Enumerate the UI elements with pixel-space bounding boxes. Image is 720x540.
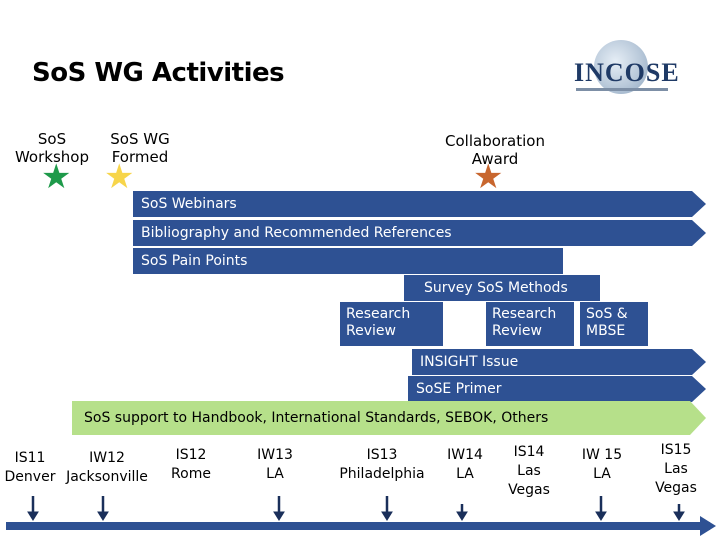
award-star-icon: ★ (473, 157, 504, 197)
event-is13-name: IS13 (366, 447, 398, 463)
timeline-axis (6, 522, 710, 530)
event-iw13-name: IW13 (257, 447, 293, 463)
tick-is13-icon (381, 496, 393, 521)
milestone-workshop-line2: Workshop (14, 148, 89, 166)
workshop-star-icon: ★ (41, 157, 72, 197)
milestone-award-line1: Collaboration (445, 132, 545, 150)
research-review-1-line2: Review (346, 323, 396, 339)
research-review-1-line1: Research (346, 306, 411, 322)
event-iw12-location: Jacksonville (66, 469, 148, 485)
timeline (6, 496, 716, 536)
bar-pain-points: SoS Pain Points (133, 248, 563, 274)
milestone-formed-line1: SoS WG (110, 130, 170, 148)
event-iw12-name: IW12 (89, 450, 125, 466)
event-iw14-name: IW14 (447, 447, 483, 463)
research-review-2-line1: Research (492, 306, 557, 322)
tick-iw12-icon (97, 496, 109, 521)
milestone-award-label: Collaboration Award (430, 132, 560, 168)
bar-sose-primer: SoSE Primer (408, 376, 706, 402)
sos-mbse-line1: SoS & (586, 306, 628, 322)
bar-bibliography: Bibliography and Recommended References (133, 220, 706, 246)
milestone-formed-label: SoS WG Formed (92, 130, 188, 166)
event-is11-location: Denver (4, 469, 56, 485)
event-is14-location-line2: Vegas (508, 482, 550, 498)
event-is13: IS13 Philadelphia (338, 446, 426, 484)
bar-sos-support: SoS support to Handbook, International S… (72, 401, 706, 435)
event-is12: IS12 Rome (166, 446, 216, 484)
event-iw14-location: LA (456, 466, 474, 482)
bar-webinars: SoS Webinars (133, 191, 706, 217)
event-is15-name: IS15 (660, 442, 692, 458)
event-iw12: IW12 Jacksonville (62, 449, 152, 487)
event-is13-location: Philadelphia (339, 466, 425, 482)
tick-iw15-icon (595, 496, 607, 521)
event-is14: IS14 Las Vegas (504, 443, 554, 500)
event-iw14: IW14 LA (440, 446, 490, 484)
event-iw15: IW 15 LA (575, 446, 629, 484)
milestone-formed-line2: Formed (111, 148, 169, 166)
incose-logo: INCOSE (566, 38, 680, 108)
milestone-workshop-label: SoS Workshop (6, 130, 98, 166)
page-title: SoS WG Activities (32, 58, 285, 88)
event-iw15-name: IW 15 (581, 447, 623, 463)
event-is11: IS11 Denver (4, 449, 56, 487)
sos-mbse-line2: MBSE (586, 323, 626, 339)
event-iw15-location: LA (593, 466, 611, 482)
event-is11-name: IS11 (14, 450, 46, 466)
bar-survey: Survey SoS Methods (404, 275, 600, 301)
box-research-review-1: Research Review (340, 302, 443, 346)
tick-iw14-icon (456, 504, 468, 521)
globe-icon (594, 40, 648, 94)
logo-text: INCOSE (574, 58, 680, 87)
event-is15-location-line1: Las (664, 461, 688, 477)
timeline-arrowhead-icon (700, 516, 716, 536)
milestone-award-line2: Award (471, 150, 519, 168)
tick-is11-icon (27, 496, 39, 521)
event-is14-name: IS14 (513, 444, 545, 460)
event-iw13-location: LA (266, 466, 284, 482)
event-is15-location-line2: Vegas (655, 480, 697, 496)
bar-insight-issue: INSIGHT Issue (412, 349, 706, 375)
tick-is15-icon (673, 504, 685, 521)
event-iw13: IW13 LA (250, 446, 300, 484)
box-sos-mbse: SoS & MBSE (580, 302, 648, 346)
tick-iw13-icon (273, 496, 285, 521)
research-review-2-line2: Review (492, 323, 542, 339)
event-is12-location: Rome (171, 466, 211, 482)
logo-underline (576, 88, 668, 91)
milestone-workshop-line1: SoS (37, 130, 67, 148)
event-is12-name: IS12 (175, 447, 207, 463)
event-is14-location-line1: Las (517, 463, 541, 479)
formed-star-icon: ★ (104, 157, 135, 197)
box-research-review-2: Research Review (486, 302, 574, 346)
event-is15: IS15 Las Vegas (650, 441, 702, 498)
